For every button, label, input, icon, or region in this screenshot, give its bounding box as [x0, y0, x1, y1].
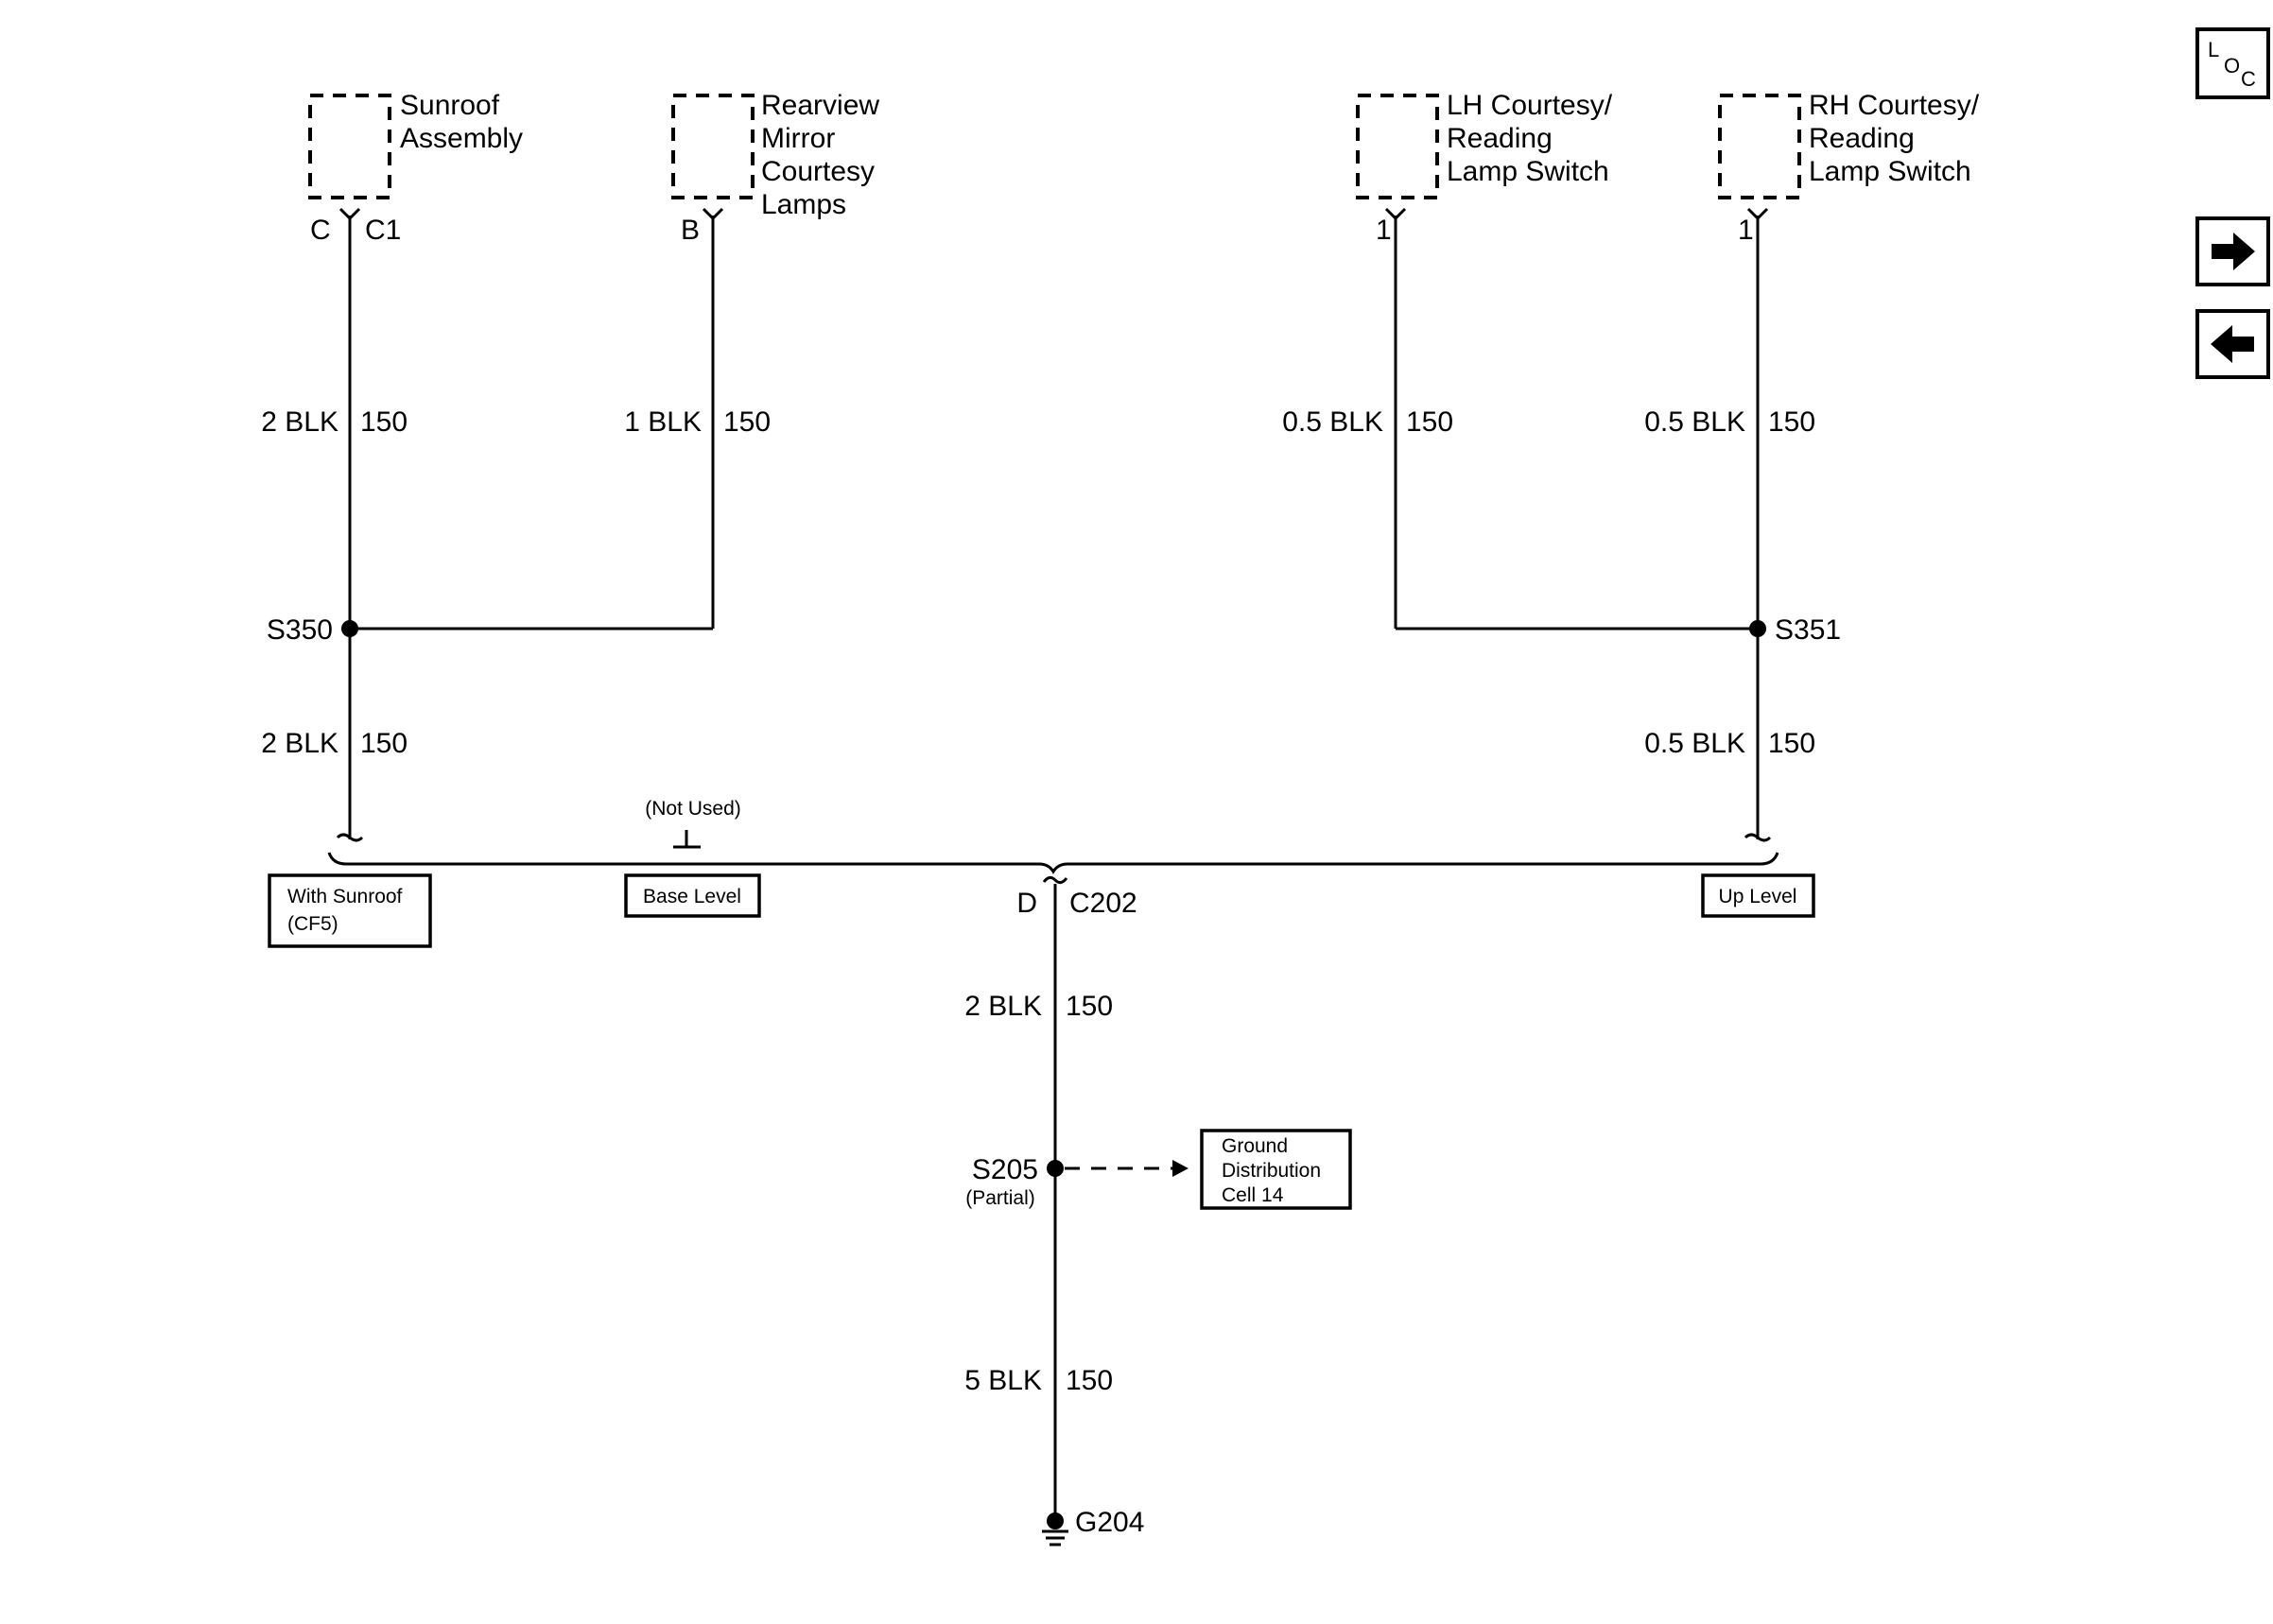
with-sunroof-line-1: With Sunroof: [287, 886, 403, 907]
mirror-wire-size-label: 1 BLK: [624, 406, 702, 438]
arrow-left-icon: [2211, 325, 2254, 363]
option-base-level: Base Level: [624, 873, 761, 918]
sunroof-pin-label: C: [310, 215, 331, 246]
up-level-label: Up Level: [1719, 886, 1797, 907]
ground-distribution-ref: Ground Distribution Cell 14: [1200, 1129, 1352, 1210]
option-with-sunroof: With Sunroof (CF5): [268, 873, 432, 948]
ground-wire-circuit-label: 150: [1066, 1365, 1113, 1396]
c202-name-label: C202: [1069, 888, 1137, 919]
rh-wire-size-label: 0.5 BLK: [1644, 406, 1745, 438]
lh-courtesy-switch: LH Courtesy/ Reading Lamp Switch 1: [1356, 90, 1613, 246]
lh-wire-size-label: 0.5 BLK: [1282, 406, 1383, 438]
sunroof-wire-circuit-label: 150: [360, 406, 408, 438]
mirror-name-line-3: Courtesy: [761, 156, 875, 187]
ground-ref-line-3: Cell 14: [1222, 1184, 1284, 1206]
lh-switch-pin-label: 1: [1376, 215, 1392, 246]
with-sunroof-line-2: (CF5): [287, 913, 338, 935]
rh-switch-name-line-1: RH Courtesy/: [1809, 90, 1980, 121]
up-level-option-terminal: [1744, 833, 1772, 842]
ground-wire: 2 BLK 150 5 BLK 150: [964, 884, 1113, 1520]
loc-letter-c: C: [2241, 67, 2256, 91]
sunroof-lower-size-label: 2 BLK: [261, 728, 338, 759]
lh-wire-circuit-label: 150: [1406, 406, 1453, 438]
s351-label: S351: [1775, 614, 1841, 646]
upper-wire-labels: 2 BLK 150 1 BLK 150 0.5 BLK 150 0.5 BLK …: [261, 406, 1815, 759]
option-bus: (Not Used): [327, 798, 1779, 874]
lh-switch-name-line-1: LH Courtesy/: [1447, 90, 1613, 121]
splice-s350: S350: [267, 614, 358, 646]
sunroof-assembly: Sunroof Assembly C C1: [308, 90, 523, 246]
sunroof-name-line-2: Assembly: [400, 123, 523, 154]
s205-note: (Partial): [965, 1187, 1035, 1209]
upper-wires: [348, 216, 1760, 839]
rh-switch-name-line-3: Lamp Switch: [1809, 156, 1971, 187]
sunroof-option-terminal: [336, 833, 364, 842]
s350-label: S350: [267, 614, 333, 646]
sunroof-name-line-1: Sunroof: [400, 90, 500, 121]
ground-ref-line-1: Ground: [1222, 1135, 1288, 1157]
next-page-button[interactable]: [2195, 216, 2270, 286]
ground-symbol-icon: [1042, 1529, 1068, 1546]
s350-dot: [341, 620, 358, 637]
connector-c202: D C202: [1016, 875, 1137, 919]
ground-g204: G204: [1042, 1507, 1144, 1546]
reference-arrow-icon: [1172, 1160, 1189, 1177]
base-level-label: Base Level: [643, 886, 741, 907]
loc-letter-l: L: [2208, 38, 2219, 61]
c202-terminal-icon: [1042, 875, 1068, 885]
rh-switch-pin-label: 1: [1738, 215, 1754, 246]
s351-dot: [1749, 620, 1766, 637]
splice-s205: S205 (Partial): [965, 1154, 1189, 1209]
mirror-name-line-1: Rearview: [761, 90, 879, 121]
ground-wire-size-label: 5 BLK: [964, 1365, 1042, 1396]
c202-pin-label: D: [1016, 888, 1037, 919]
sunroof-lower-circuit-label: 150: [360, 728, 408, 759]
not-used-label: (Not Used): [645, 798, 741, 820]
arrow-right-icon: [2212, 233, 2255, 270]
rh-switch-name-line-2: Reading: [1809, 123, 1915, 154]
rh-wire-circuit-label: 150: [1768, 406, 1815, 438]
sunroof-connector-label: C1: [365, 215, 401, 246]
ground-label: G204: [1075, 1507, 1144, 1538]
main-wire-circuit-label: 150: [1066, 991, 1113, 1022]
s205-dot: [1047, 1160, 1064, 1177]
ground-dot: [1047, 1512, 1064, 1529]
s205-label: S205: [972, 1154, 1038, 1185]
mirror-name-line-4: Lamps: [761, 189, 846, 220]
main-wire-size-label: 2 BLK: [964, 991, 1042, 1022]
splice-s351: S351: [1749, 614, 1841, 646]
ground-ref-line-2: Distribution: [1222, 1160, 1321, 1182]
rh-courtesy-switch: RH Courtesy/ Reading Lamp Switch 1: [1718, 90, 1980, 246]
location-button[interactable]: L O C: [2195, 27, 2270, 99]
mirror-pin-label: B: [681, 215, 700, 246]
option-up-level: Up Level: [1701, 873, 1815, 918]
mirror-name-line-2: Mirror: [761, 123, 835, 154]
loc-letter-o: O: [2224, 54, 2240, 78]
rearview-mirror-lamps: Rearview Mirror Courtesy Lamps B: [671, 90, 879, 246]
previous-page-button[interactable]: [2195, 309, 2270, 379]
lh-switch-name-line-3: Lamp Switch: [1447, 156, 1609, 187]
rh-lower-circuit-label: 150: [1768, 728, 1815, 759]
mirror-wire-circuit-label: 150: [723, 406, 771, 438]
option-bus-line: [327, 852, 1779, 874]
sunroof-wire-size-label: 2 BLK: [261, 406, 338, 438]
rh-lower-size-label: 0.5 BLK: [1644, 728, 1745, 759]
lh-switch-name-line-2: Reading: [1447, 123, 1553, 154]
